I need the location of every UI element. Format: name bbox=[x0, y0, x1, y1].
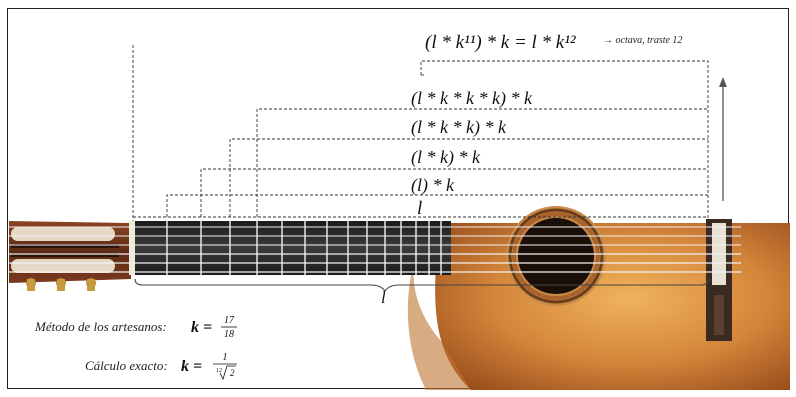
formula-level-2: (l * k) * k bbox=[411, 147, 481, 168]
artisans-method-label: Método de los artesanos: bbox=[34, 319, 167, 334]
upward-arrow-icon bbox=[719, 77, 727, 201]
fretboard bbox=[135, 221, 451, 275]
level-1-line bbox=[166, 194, 708, 217]
exact-root-arg: 2 bbox=[230, 368, 235, 378]
brace-label: l bbox=[381, 288, 386, 307]
strings bbox=[9, 226, 741, 273]
dashed-construction-lines bbox=[132, 45, 709, 221]
formula-level-0: l bbox=[417, 198, 422, 219]
length-brace bbox=[134, 278, 709, 292]
frets bbox=[166, 221, 442, 275]
octave-line bbox=[420, 60, 709, 75]
root-sign-icon bbox=[219, 365, 236, 381]
artisans-numerator: 17 bbox=[224, 315, 235, 326]
headstock bbox=[9, 221, 131, 291]
artisans-denominator: 18 bbox=[224, 329, 234, 340]
bridge bbox=[706, 219, 732, 341]
level-2-line bbox=[200, 168, 708, 217]
exact-numerator: 1 bbox=[223, 352, 228, 363]
octave-formula: (l * k¹¹) * k = l * k¹² bbox=[425, 32, 576, 53]
formula-level-4: (l * k * k * k) * k bbox=[411, 88, 533, 109]
formula-level-3: (l * k * k) * k bbox=[411, 117, 507, 138]
exact-root-index: 12 bbox=[216, 368, 222, 374]
octave-note: → octava, traste 12 bbox=[603, 35, 682, 46]
exact-calc-label: Cálculo exacto: bbox=[85, 358, 168, 373]
formula-level-1: (l) * k bbox=[411, 175, 455, 196]
guitar-fret-diagram: (l * k¹¹) * k = l * k¹² → octava, traste… bbox=[9, 32, 790, 390]
artisans-k: k = bbox=[191, 319, 212, 336]
nut bbox=[129, 221, 135, 275]
exact-k: k = bbox=[181, 358, 202, 375]
level-4-line bbox=[256, 108, 708, 217]
diagram-frame: (l * k¹¹) * k = l * k¹² → octava, traste… bbox=[7, 8, 790, 390]
sound-hole bbox=[506, 206, 606, 306]
level-3-line bbox=[229, 138, 708, 217]
